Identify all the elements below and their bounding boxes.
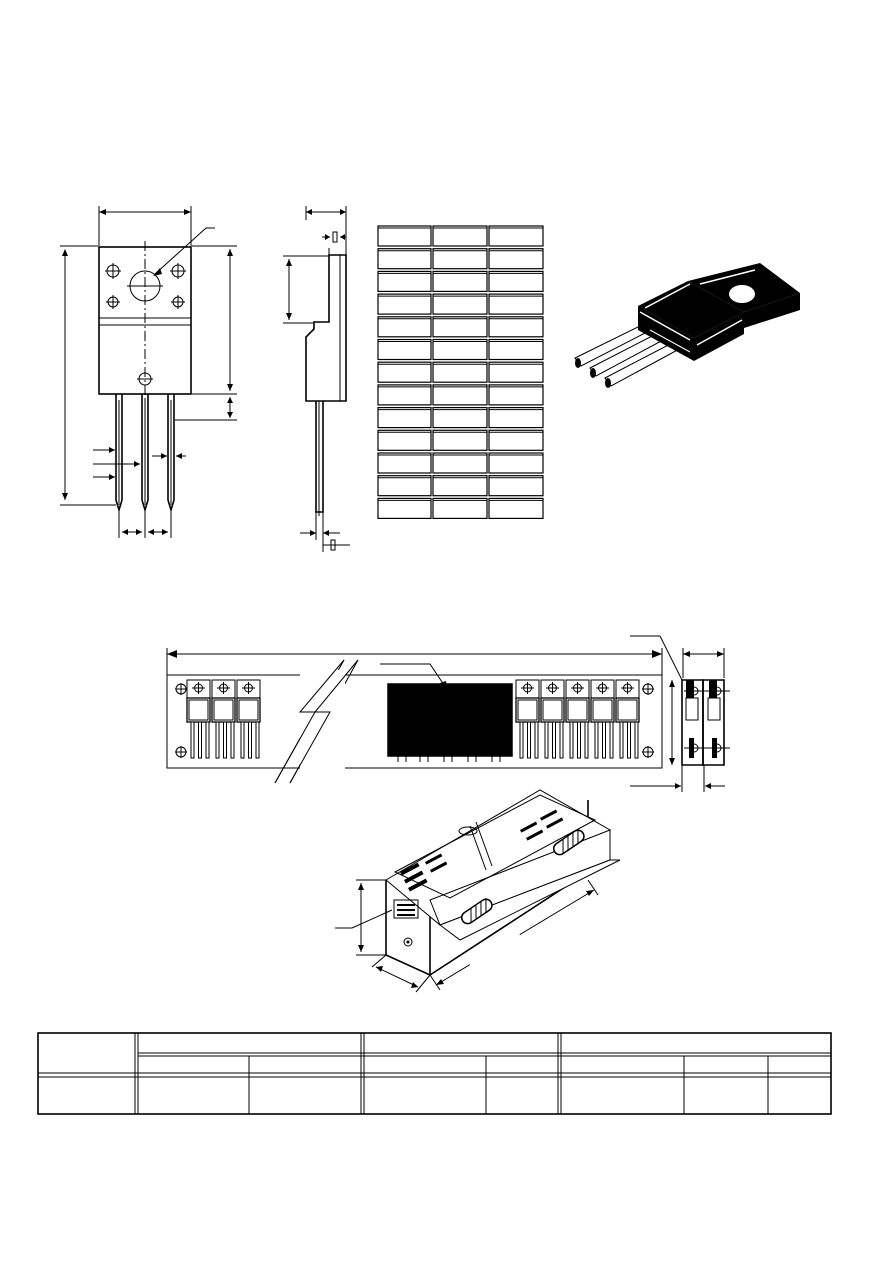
table-cell bbox=[432, 407, 488, 429]
table-cell bbox=[432, 338, 488, 361]
table-cell bbox=[377, 270, 432, 292]
table-cell bbox=[488, 384, 544, 406]
table-cell bbox=[377, 225, 432, 247]
table-cell bbox=[488, 225, 544, 247]
table-cell bbox=[377, 429, 432, 451]
tube-device bbox=[515, 679, 540, 759]
table-cell bbox=[488, 429, 544, 451]
tube-device bbox=[565, 679, 590, 759]
tube-device bbox=[615, 679, 640, 759]
table-cell bbox=[488, 497, 544, 519]
table-cell bbox=[377, 338, 432, 361]
table-cell bbox=[377, 497, 432, 519]
table-cell bbox=[432, 361, 488, 383]
table-cell bbox=[432, 316, 488, 338]
table-cell bbox=[432, 270, 488, 292]
table-cell bbox=[377, 452, 432, 474]
table-cell bbox=[432, 429, 488, 451]
table-cell bbox=[488, 248, 544, 270]
table-cell bbox=[377, 316, 432, 338]
table-cell bbox=[432, 225, 488, 247]
tube-device bbox=[236, 679, 261, 759]
table-cell bbox=[377, 384, 432, 406]
table-cell bbox=[377, 407, 432, 429]
table-cell bbox=[488, 361, 544, 383]
table-cell bbox=[377, 361, 432, 383]
table-cell bbox=[488, 293, 544, 315]
tube-device bbox=[211, 679, 236, 759]
table-cell bbox=[377, 293, 432, 315]
table-cell bbox=[377, 248, 432, 270]
table-cell bbox=[432, 293, 488, 315]
tube-device bbox=[186, 679, 211, 759]
table-cell bbox=[488, 475, 544, 497]
table-cell bbox=[488, 316, 544, 338]
table-cell bbox=[432, 248, 488, 270]
table-cell bbox=[488, 338, 544, 361]
table-cell bbox=[488, 407, 544, 429]
tube-device bbox=[540, 679, 565, 759]
table-cell bbox=[432, 452, 488, 474]
table-cell bbox=[377, 475, 432, 497]
table-cell bbox=[488, 452, 544, 474]
table-cell bbox=[432, 497, 488, 519]
table-cell bbox=[488, 270, 544, 292]
table-cell bbox=[432, 384, 488, 406]
table-cell bbox=[432, 475, 488, 497]
tube-device bbox=[590, 679, 615, 759]
